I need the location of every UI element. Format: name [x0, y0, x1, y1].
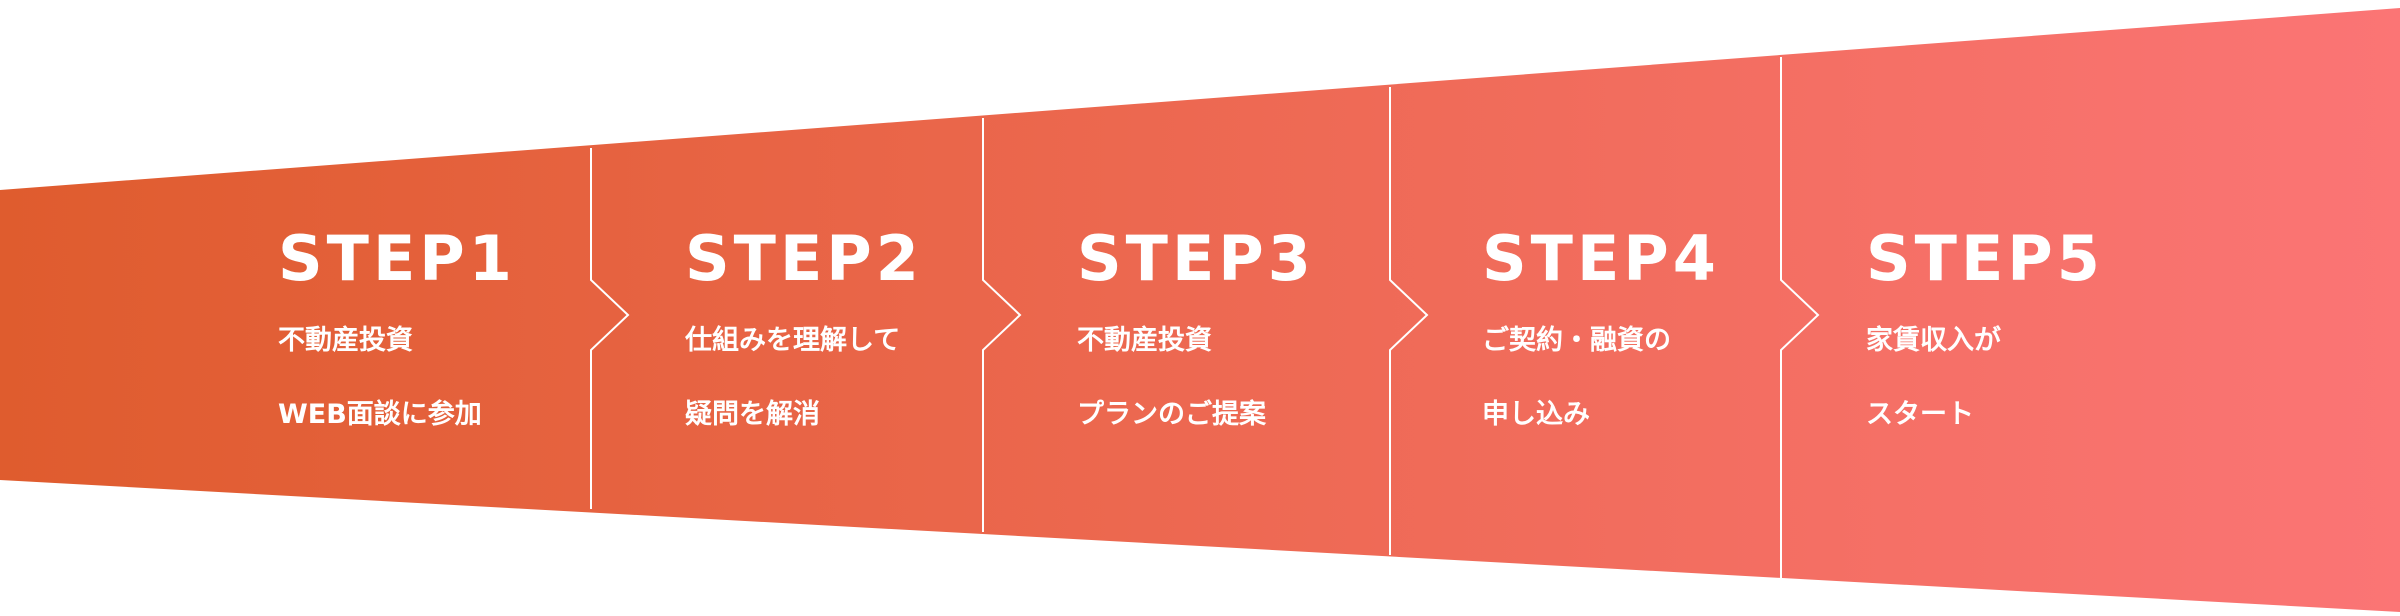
step-title: STEP5 [1866, 222, 2104, 295]
step-desc-line: プランのご提案 [1077, 399, 1266, 430]
step-description: 仕組みを理解して 疑問を解消 [685, 304, 923, 452]
step-dividers [590, 57, 1820, 578]
divider-1-2 [590, 148, 630, 509]
step-3: STEP3 不動産投資 プランのご提案 [1077, 228, 1315, 452]
step-desc-line: 家賃収入が [1866, 325, 2001, 356]
step-description: ご契約・融資の 申し込み [1482, 304, 1720, 452]
step-desc-line: 疑問を解消 [685, 399, 820, 430]
step-title: STEP4 [1482, 222, 1720, 295]
step-description: 不動産投資 WEB面談に参加 [278, 304, 516, 452]
step-desc-line: ご契約・融資の [1482, 325, 1671, 356]
step-description: 不動産投資 プランのご提案 [1077, 304, 1315, 452]
step-2: STEP2 仕組みを理解して 疑問を解消 [685, 228, 923, 452]
funnel-shape [0, 8, 2400, 612]
step-title: STEP2 [685, 222, 923, 295]
step-desc-line: 不動産投資 [278, 325, 413, 356]
divider-4-5 [1780, 57, 1820, 578]
step-title: STEP1 [278, 222, 516, 295]
divider-3-4 [1389, 87, 1429, 555]
step-5: STEP5 家賃収入が スタート [1866, 228, 2104, 452]
step-desc-line: スタート [1866, 399, 1974, 430]
step-4: STEP4 ご契約・融資の 申し込み [1482, 228, 1720, 452]
step-1: STEP1 不動産投資 WEB面談に参加 [278, 228, 516, 452]
step-desc-line: 仕組みを理解して [685, 325, 901, 356]
divider-2-3 [982, 118, 1022, 532]
step-title: STEP3 [1077, 222, 1315, 295]
step-desc-line: WEB面談に参加 [278, 399, 482, 430]
step-description: 家賃収入が スタート [1866, 304, 2104, 452]
step-desc-line: 申し込み [1482, 399, 1590, 430]
step-desc-line: 不動産投資 [1077, 325, 1212, 356]
